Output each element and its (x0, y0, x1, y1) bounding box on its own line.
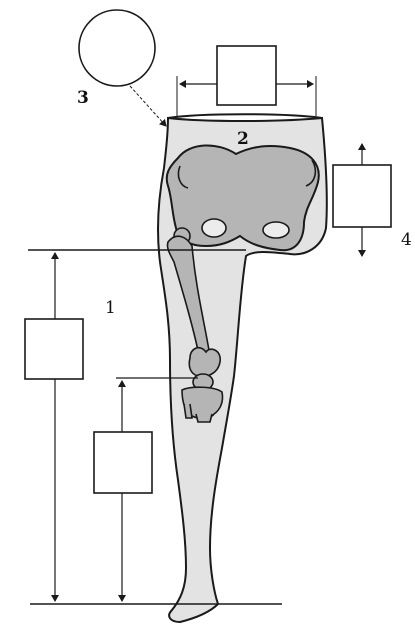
measure-box-socket-depth[interactable] (333, 165, 391, 227)
measure-circle-circumference[interactable] (79, 10, 155, 86)
tibia-stub (196, 414, 212, 422)
measure-box-socket-width[interactable] (217, 46, 276, 105)
obturator-right (263, 222, 289, 238)
label-3: 3 (77, 88, 89, 108)
socket-rim (168, 114, 322, 118)
callout-3-leader (130, 86, 166, 126)
label-4: 4 (401, 230, 412, 250)
fibula-stub (184, 404, 192, 418)
label-2: 2 (237, 129, 249, 149)
obturator-left (202, 219, 226, 237)
label-1: 1 (105, 298, 116, 318)
femur-condyle (189, 348, 220, 377)
measure-box-hip-height[interactable] (25, 319, 83, 379)
measure-box-knee-height[interactable] (94, 432, 152, 493)
